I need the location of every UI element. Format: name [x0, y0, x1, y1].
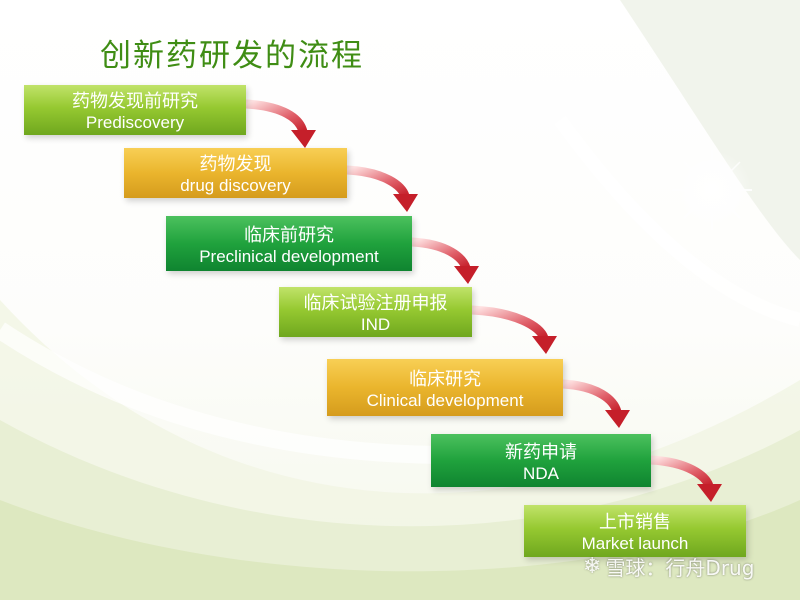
step-label-zh: 临床前研究: [244, 224, 334, 246]
step-label-en: NDA: [523, 463, 559, 483]
step-label-zh: 药物发现: [199, 154, 272, 175]
step-label-en: Prediscovery: [85, 113, 185, 132]
watermark-text: 雪球：行舟Drug: [605, 556, 755, 580]
step-prediscovery: 药物发现前研究 Prediscovery: [24, 85, 246, 135]
step-label-zh: 上市销售: [599, 512, 671, 533]
step-label-en: Market launch: [581, 534, 689, 553]
step-drug-discovery: 药物发现 drug discovery: [124, 148, 347, 198]
step-label-en: Clinical development: [366, 390, 524, 410]
step-label-zh: 临床试验注册申报: [303, 293, 448, 314]
step-label-en: drug discovery: [180, 176, 291, 195]
step-nda: 新药申请 NDA: [431, 434, 651, 487]
slide-title: 创新药研发的流程: [100, 38, 364, 74]
step-label-en: Preclinical development: [199, 246, 379, 266]
step-ind: 临床试验注册申报 IND: [279, 287, 472, 337]
step-label-zh: 临床研究: [409, 368, 481, 390]
step-preclinical: 临床前研究 Preclinical development: [166, 216, 412, 271]
step-label-zh: 药物发现前研究: [72, 91, 198, 112]
watermark: ❄ 雪球：行舟Drug: [583, 552, 754, 581]
step-label-zh: 新药申请: [505, 441, 577, 463]
step-label-en: IND: [360, 315, 391, 334]
snowball-logo-icon: ❄: [583, 553, 602, 579]
step-market-launch: 上市销售 Market launch: [524, 505, 746, 557]
step-clinical: 临床研究 Clinical development: [327, 359, 563, 416]
